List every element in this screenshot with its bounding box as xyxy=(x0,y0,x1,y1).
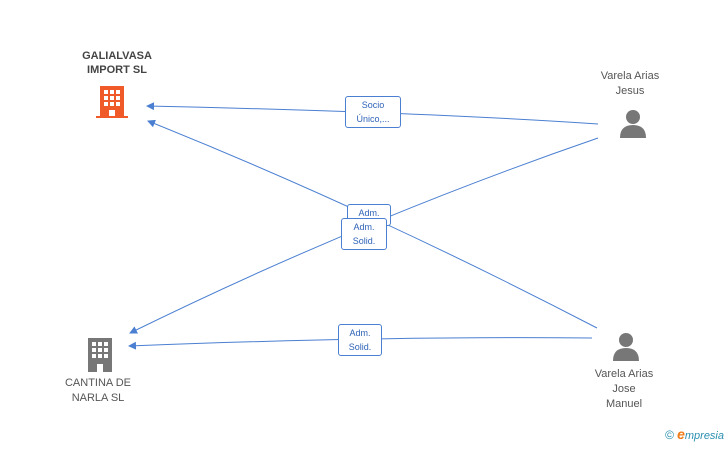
building-icon[interactable] xyxy=(84,336,116,372)
edge-label-jesus-galialvasa[interactable]: Socio Único,... xyxy=(345,96,401,128)
node-label-jose[interactable]: Varela Arias Jose Manuel xyxy=(594,368,654,410)
copyright-symbol: © xyxy=(665,428,675,442)
person-icon[interactable] xyxy=(611,331,641,361)
node-label-jesus[interactable]: Varela Arias Jesus xyxy=(600,70,660,97)
node-label-cantina[interactable]: CANTINA DE NARLA SL xyxy=(64,377,131,404)
edge-label-jesus-cantina[interactable]: Adm. Solid. xyxy=(341,218,387,250)
brand-logo-initial: e xyxy=(677,426,685,442)
brand-name: mpresia xyxy=(684,430,724,442)
building-icon[interactable] xyxy=(96,84,128,118)
footer-brand: © empresia xyxy=(665,426,724,442)
person-icon[interactable] xyxy=(618,108,648,138)
edge-label-jose-cantina[interactable]: Adm. Solid. xyxy=(338,324,382,356)
node-label-galialvasa[interactable]: GALIALVASA IMPORT SL xyxy=(82,50,152,76)
